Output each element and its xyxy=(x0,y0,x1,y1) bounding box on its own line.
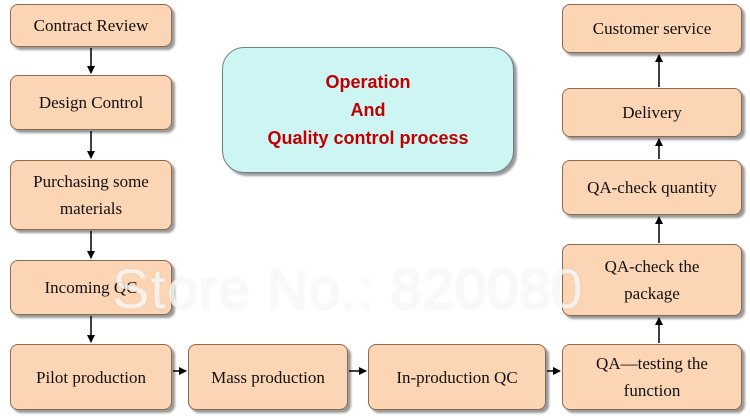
customer-service-label: Customer service xyxy=(592,19,712,38)
qa-testing-label: QA—testing the function xyxy=(596,350,708,404)
contract-review-label: Contract Review xyxy=(33,16,149,35)
design-control-box: Design Control xyxy=(10,75,172,130)
purchasing-label-line1: Purchasing some xyxy=(33,172,149,191)
in-production-qc-label: In-production QC xyxy=(396,367,518,387)
title-line2: And xyxy=(350,100,386,120)
delivery-label: Delivery xyxy=(622,103,682,122)
title-box: Operation And Quality control process xyxy=(222,47,514,173)
qa-package-label-line1: QA-check the xyxy=(604,257,700,276)
pilot-production-label: Pilot production xyxy=(35,367,147,387)
title-line3: Quality control process xyxy=(267,128,469,148)
pilot-production-box: Pilot production xyxy=(10,344,172,410)
title-line1: Operation xyxy=(325,72,411,92)
incoming-qc-label: Incoming QC xyxy=(44,278,138,297)
mass-production-label: Mass production xyxy=(211,367,325,387)
in-production-qc-box: In-production QC xyxy=(368,344,546,410)
qa-package-label-line2: package xyxy=(624,284,680,303)
incoming-qc-box: Incoming QC xyxy=(10,260,172,315)
qa-testing-label-line1: QA—testing the xyxy=(596,354,708,373)
qa-package-box: QA-check the package xyxy=(562,244,742,316)
qa-testing-box: QA—testing the function xyxy=(562,344,742,410)
purchasing-label-line2: materials xyxy=(59,199,123,218)
contract-review-box: Contract Review xyxy=(10,4,172,47)
customer-service-box: Customer service xyxy=(562,4,742,53)
mass-production-box: Mass production xyxy=(188,344,348,410)
delivery-box: Delivery xyxy=(562,88,742,137)
qa-quantity-label: QA-check quantity xyxy=(587,178,717,197)
qa-package-label: QA-check the package xyxy=(605,253,700,307)
purchasing-box: Purchasing some materials xyxy=(10,160,172,230)
qa-testing-label-line2: function xyxy=(623,381,681,400)
qa-quantity-box: QA-check quantity xyxy=(562,160,742,215)
design-control-label: Design Control xyxy=(38,93,144,112)
purchasing-label: Purchasing some materials xyxy=(33,168,149,222)
